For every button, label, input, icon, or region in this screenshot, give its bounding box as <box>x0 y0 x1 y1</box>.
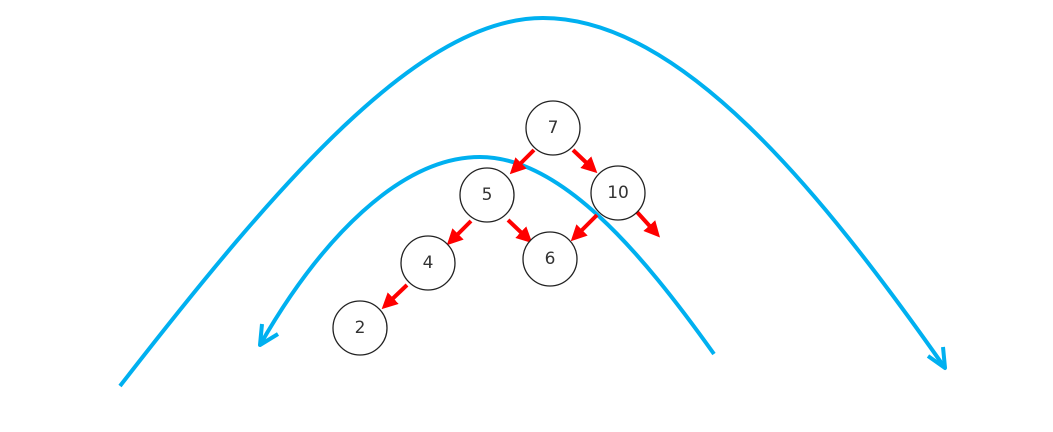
node-6: 6 <box>522 231 578 287</box>
node-2: 2 <box>332 300 388 356</box>
edges <box>381 148 661 310</box>
edge-7-10 <box>571 148 598 174</box>
node-label: 10 <box>607 183 629 203</box>
edge-5-4 <box>446 219 473 246</box>
outer-curve-arrowhead <box>926 346 947 370</box>
node-label: 2 <box>355 318 366 338</box>
node-4: 4 <box>400 235 456 291</box>
edge-4-2 <box>381 283 409 310</box>
node-10: 10 <box>590 165 646 221</box>
edge-5-6 <box>506 218 533 244</box>
node-5: 5 <box>459 167 515 223</box>
node-label: 6 <box>545 249 556 269</box>
node-label: 5 <box>482 185 493 205</box>
node-7: 7 <box>525 100 581 156</box>
node-label: 7 <box>548 118 559 138</box>
outer-traversal-curve <box>118 15 947 388</box>
edge-10-6 <box>570 213 599 242</box>
inner-traversal-curve <box>258 154 716 356</box>
edge-10-null <box>635 210 661 238</box>
inner-curve-arrowhead <box>258 323 280 347</box>
node-label: 4 <box>423 253 434 273</box>
edge-7-5 <box>509 148 536 175</box>
